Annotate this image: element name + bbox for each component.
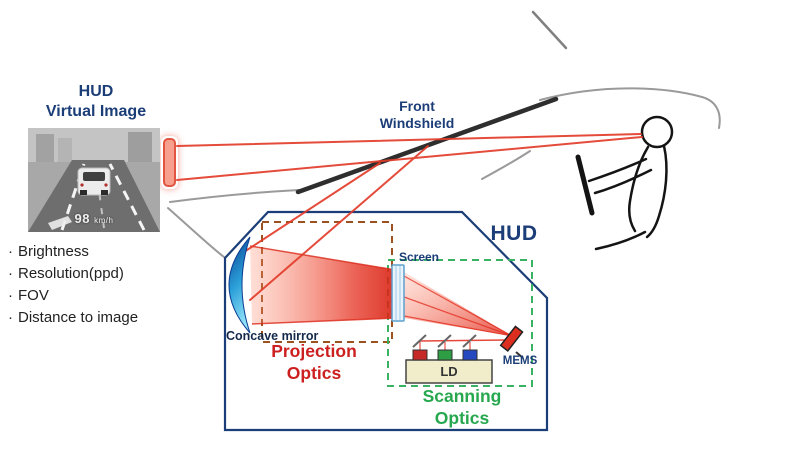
ray-paths bbox=[176, 133, 643, 301]
projection-optics-label: Projection Optics bbox=[238, 340, 390, 384]
ld-green bbox=[437, 349, 453, 361]
scanning-optics-line1: Scanning bbox=[422, 386, 502, 406]
mems-label: MEMS bbox=[502, 355, 538, 367]
light-ray-virtual-bottom bbox=[176, 136, 643, 181]
ld-label: LD bbox=[440, 364, 458, 379]
steering-wheel bbox=[575, 154, 595, 216]
road-photo: 98 km/h bbox=[28, 128, 160, 232]
spec-item: · Brightness bbox=[8, 243, 138, 265]
spec-label: FOV bbox=[18, 287, 49, 304]
spec-item: · Distance to image bbox=[8, 309, 138, 331]
scanning-optics-label: Scanning Optics bbox=[390, 385, 534, 429]
spec-label: Distance to image bbox=[18, 309, 139, 326]
ld-blue bbox=[462, 349, 478, 361]
speed-unit: km/h bbox=[94, 216, 114, 225]
laser-module bbox=[405, 334, 507, 384]
dichroic-mirror-3 bbox=[462, 334, 477, 348]
virtual-image-glow bbox=[161, 136, 178, 189]
concave-mirror-label: Concave mirror bbox=[226, 329, 319, 343]
front-windshield-label: Front Windshield bbox=[358, 98, 476, 132]
car-body-sketch bbox=[167, 10, 721, 258]
screen-label: Screen bbox=[398, 250, 440, 264]
windshield-glass bbox=[295, 96, 559, 195]
lead-car bbox=[77, 167, 111, 196]
bullet-icon: · bbox=[8, 309, 13, 326]
front-windshield-line1: Front bbox=[399, 98, 435, 114]
projection-optics-box bbox=[261, 221, 393, 343]
dichroic-mirror-2 bbox=[437, 334, 452, 348]
concave-mirror bbox=[228, 236, 251, 334]
spec-label: Brightness bbox=[18, 243, 89, 260]
hud-label: HUD bbox=[490, 222, 538, 245]
light-ray-virtual-top bbox=[176, 133, 642, 147]
screen-element bbox=[391, 264, 405, 322]
projection-beam bbox=[249, 245, 397, 325]
spec-list: · Brightness · Resolution(ppd) · FOV · D… bbox=[8, 243, 138, 331]
light-ray-mirror-upper bbox=[249, 145, 429, 301]
bullet-icon: · bbox=[8, 243, 13, 260]
spec-item: · FOV bbox=[8, 287, 138, 309]
virtual-image-title-line1: HUD bbox=[78, 83, 114, 100]
bullet-icon: · bbox=[8, 287, 13, 304]
mems-mirror bbox=[499, 325, 524, 359]
road-scene bbox=[28, 128, 160, 232]
driver-figure bbox=[575, 115, 674, 251]
projection-optics-line2: Optics bbox=[286, 363, 342, 383]
scanning-beam bbox=[403, 272, 513, 337]
front-windshield-line2: Windshield bbox=[379, 115, 455, 131]
bullet-icon: · bbox=[8, 265, 13, 282]
dichroic-mirror-1 bbox=[412, 334, 427, 348]
spec-label: Resolution(ppd) bbox=[18, 265, 124, 282]
virtual-image-plane bbox=[163, 138, 176, 187]
speed-readout: 98 km/h bbox=[28, 211, 160, 226]
virtual-image-title-line2: Virtual Image bbox=[45, 103, 147, 120]
virtual-image-title: HUD Virtual Image bbox=[20, 82, 172, 122]
spec-item: · Resolution(ppd) bbox=[8, 265, 138, 287]
scanning-optics-line2: Optics bbox=[434, 408, 490, 428]
scanning-optics-box bbox=[387, 259, 533, 387]
speed-value: 98 bbox=[74, 211, 90, 226]
road-surface bbox=[28, 160, 160, 232]
ld-red bbox=[412, 349, 428, 361]
projection-optics-line1: Projection bbox=[271, 341, 357, 361]
lane-marking bbox=[48, 216, 72, 230]
driver-head bbox=[640, 115, 674, 149]
light-ray-mirror-lower bbox=[243, 162, 381, 253]
combined-beam bbox=[419, 339, 507, 342]
